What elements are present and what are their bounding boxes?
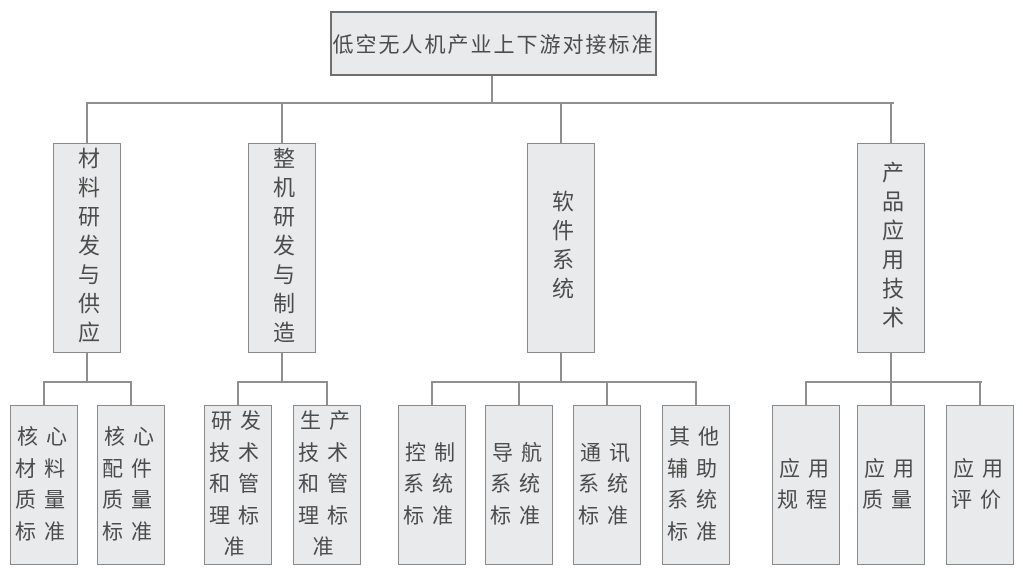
connector-line bbox=[890, 102, 892, 143]
connector-line bbox=[805, 381, 807, 405]
leaf-control-system-standard: 控制系统标准 bbox=[398, 405, 466, 565]
leaf-core-parts-quality-standard: 核心配件质量标准 bbox=[97, 405, 165, 565]
branch-airframe-rd-and-manufacturing: 整机研发与制造 bbox=[248, 143, 316, 353]
connector-line bbox=[43, 381, 132, 383]
connector-line bbox=[86, 102, 88, 143]
connector-line bbox=[560, 102, 562, 143]
leaf-navigation-system-standard: 导航系统标准 bbox=[485, 405, 553, 565]
connector-line bbox=[491, 76, 493, 104]
branch-software-system: 软件系统 bbox=[527, 143, 595, 353]
connector-line bbox=[237, 381, 328, 383]
branch-material-rd-and-supply: 材料研发与供应 bbox=[53, 143, 121, 353]
connector-line bbox=[805, 381, 982, 383]
connector-line bbox=[326, 381, 328, 405]
connector-line bbox=[281, 102, 283, 143]
connector-line bbox=[606, 381, 608, 405]
connector-line bbox=[695, 381, 697, 405]
connector-line bbox=[560, 353, 562, 383]
leaf-application-evaluation: 应用评价 bbox=[946, 405, 1014, 565]
leaf-other-auxiliary-system-standard: 其他辅助系统标准 bbox=[662, 405, 730, 565]
branch-product-application-technology: 产品应用技术 bbox=[857, 143, 925, 353]
connector-line bbox=[130, 381, 132, 405]
connector-line bbox=[43, 381, 45, 405]
connector-line bbox=[281, 353, 283, 383]
connector-line bbox=[518, 381, 520, 405]
connector-line bbox=[87, 102, 894, 104]
leaf-application-procedure: 应用规程 bbox=[772, 405, 840, 565]
connector-line bbox=[890, 381, 892, 405]
connector-line bbox=[431, 381, 433, 405]
leaf-production-tech-and-management-standard: 生产技术和管理标准 bbox=[293, 405, 361, 565]
leaf-rd-tech-and-management-standard: 研发技术和管理标准 bbox=[204, 405, 272, 565]
connector-line bbox=[890, 353, 892, 383]
connector-line bbox=[86, 353, 88, 383]
leaf-core-material-quality-standard: 核心材料质量标准 bbox=[10, 405, 78, 565]
root-node: 低空无人机产业上下游对接标准 bbox=[330, 11, 657, 76]
connector-line bbox=[979, 381, 981, 405]
connector-line bbox=[237, 381, 239, 405]
connector-line bbox=[431, 381, 697, 383]
leaf-application-quality: 应用质量 bbox=[857, 405, 925, 565]
leaf-communication-system-standard: 通讯系统标准 bbox=[573, 405, 641, 565]
